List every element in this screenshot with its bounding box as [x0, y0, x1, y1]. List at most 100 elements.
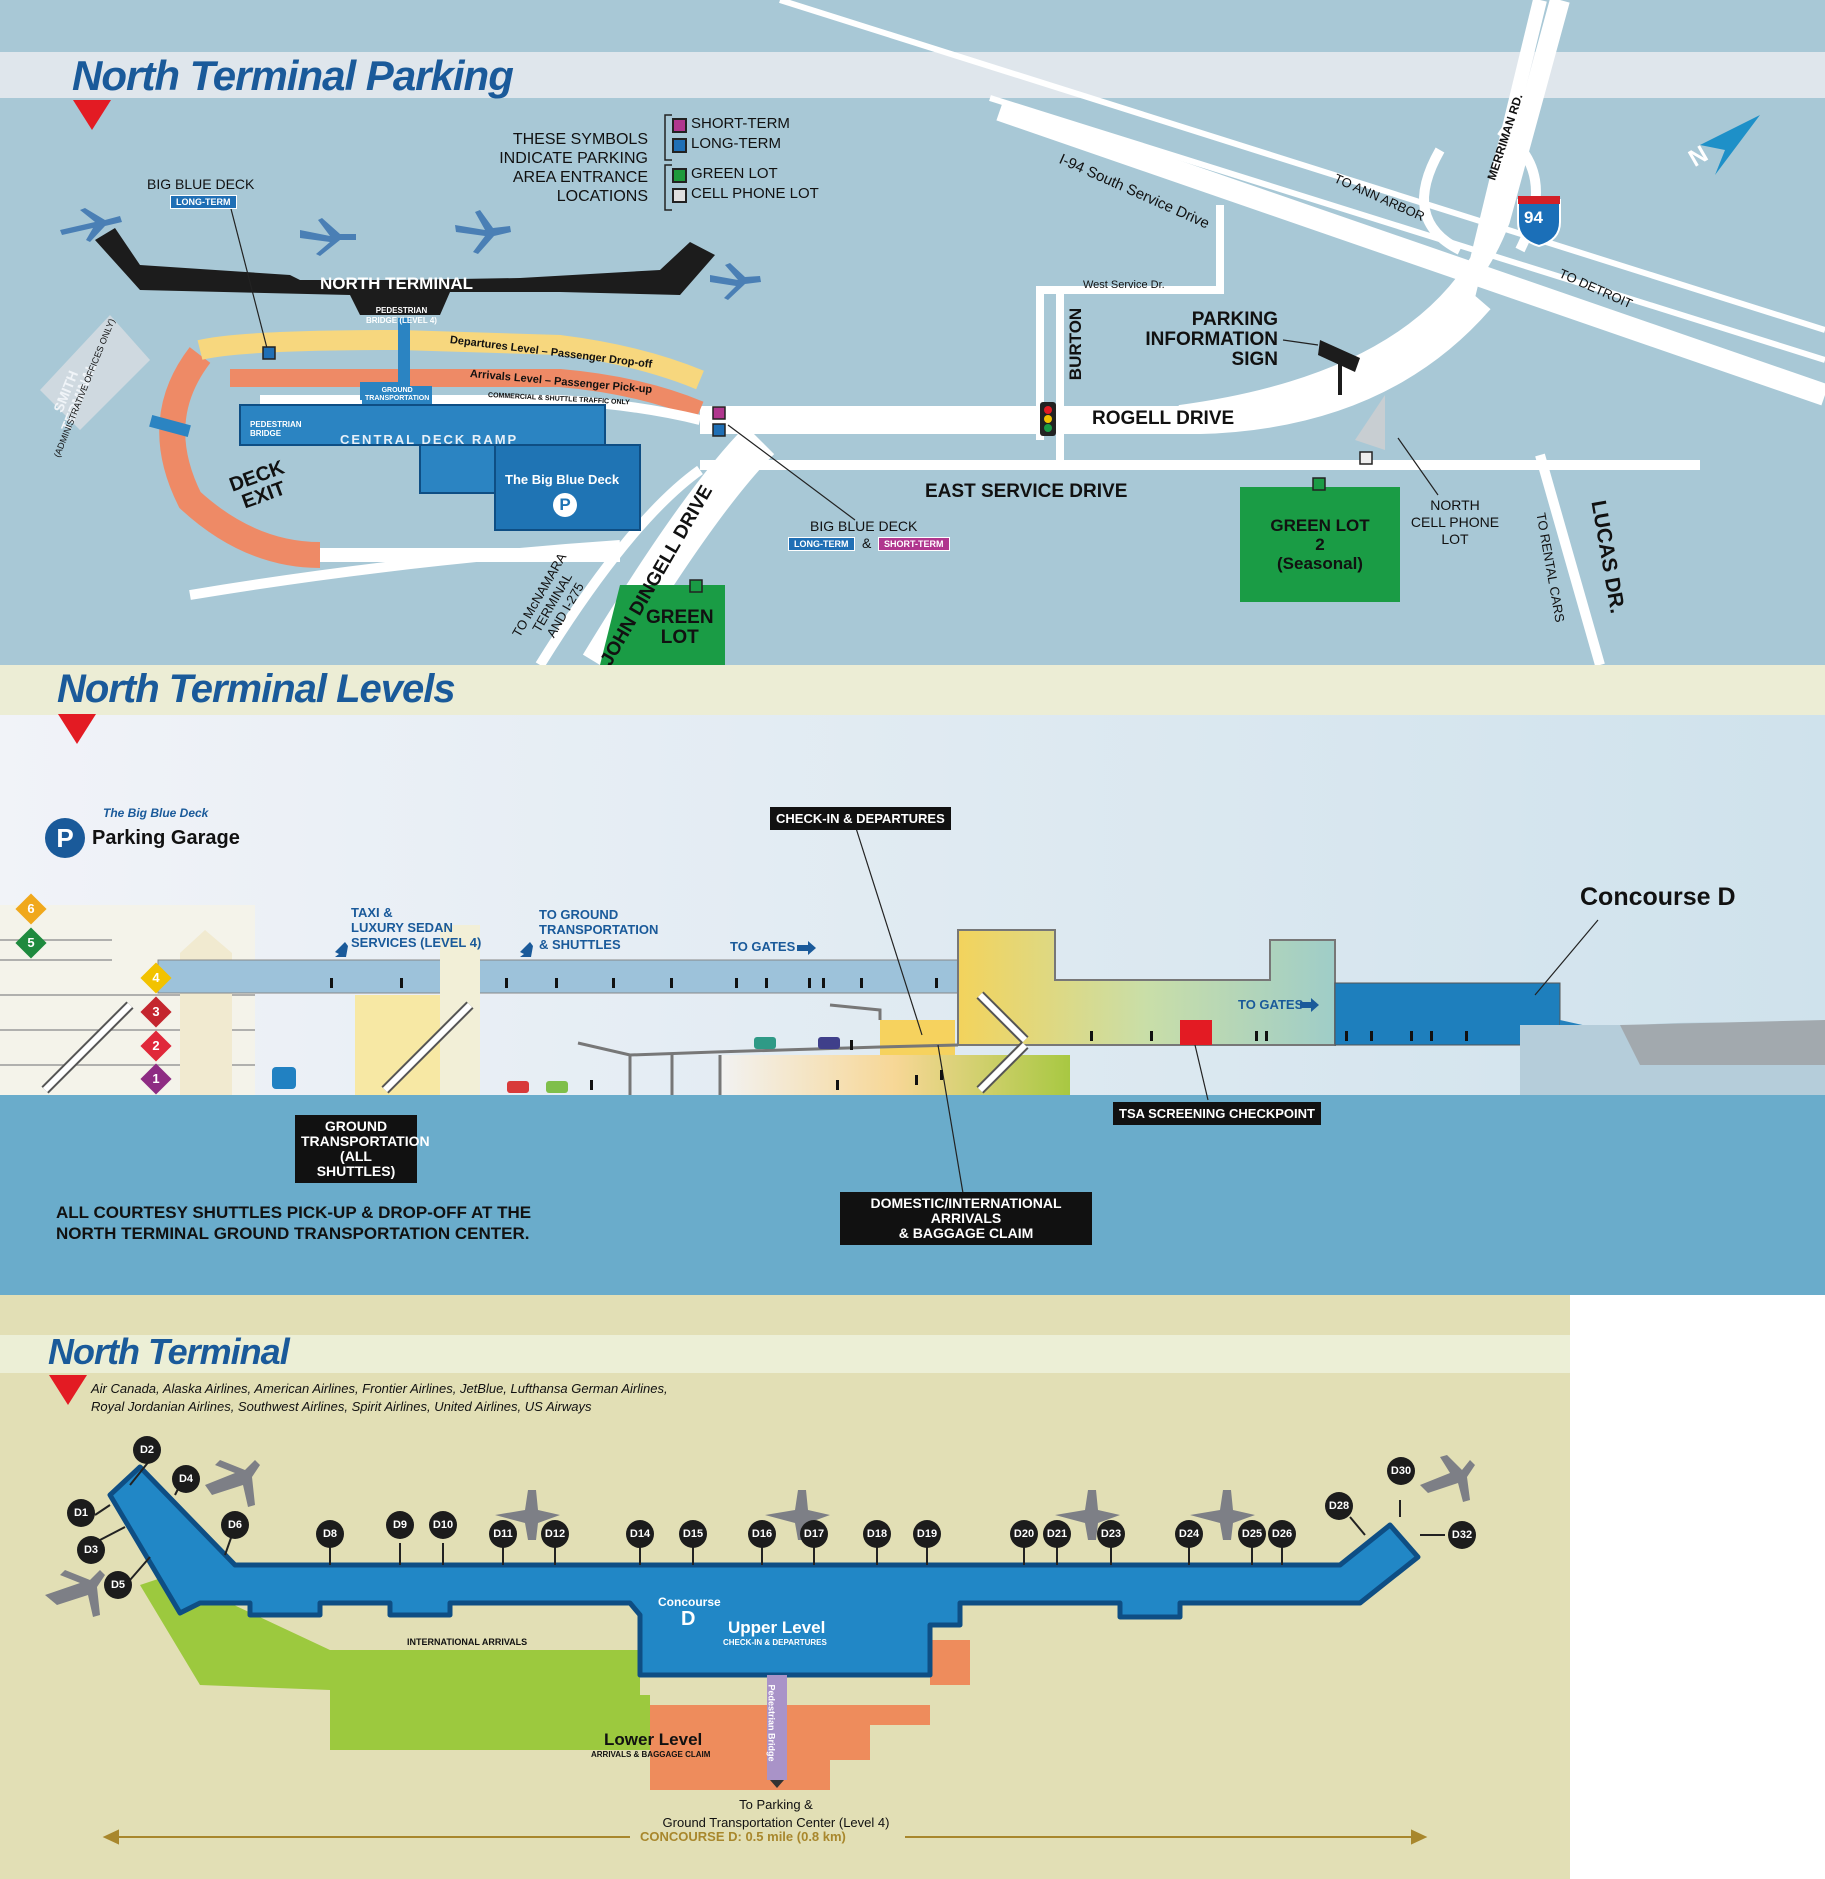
gate-d21: D21 — [1043, 1520, 1071, 1548]
check-in-departures-callout: CHECK-IN & DEPARTURES — [770, 807, 951, 830]
parking-icon: P — [45, 818, 85, 858]
green-lot-symbol — [672, 168, 687, 183]
gate-d12: D12 — [541, 1520, 569, 1548]
ampersand: & — [862, 535, 872, 551]
you-are-here-marker — [58, 714, 96, 744]
big-blue-deck-logo: The Big Blue Deck — [103, 806, 209, 820]
i94-shield: 94 — [1524, 208, 1543, 227]
level-5-badge: 5 — [15, 927, 47, 959]
level-6-badge: 6 — [15, 893, 47, 925]
to-gates-label: TO GATES — [1238, 997, 1304, 1012]
big-blue-deck-bottom-label: BIG BLUE DECK — [810, 518, 918, 534]
you-are-here-marker — [49, 1375, 87, 1405]
gate-d14: D14 — [626, 1520, 654, 1548]
gate-d6: D6 — [221, 1511, 249, 1539]
terminal-section-title: North Terminal — [48, 1331, 290, 1372]
gate-d2: D2 — [133, 1436, 161, 1464]
gate-d5: D5 — [104, 1571, 132, 1599]
gate-d20: D20 — [1010, 1520, 1038, 1548]
gate-d15: D15 — [679, 1520, 707, 1548]
level-4-badge: 4 — [140, 962, 172, 994]
gate-d3: D3 — [77, 1536, 105, 1564]
gate-d10: D10 — [429, 1511, 457, 1539]
level-3-badge: 3 — [140, 996, 172, 1028]
level-2-badge: 2 — [140, 1030, 172, 1062]
north-terminal-label: NORTH TERMINAL — [320, 274, 473, 293]
concourse-letter: D — [681, 1608, 696, 1630]
legend-intro-line: THESE SYMBOLS — [512, 131, 648, 148]
concourse-label: Concourse — [658, 1595, 721, 1609]
pedestrian-bridge-label: Pedestrian Bridge — [766, 1684, 777, 1762]
level-1-badge: 1 — [140, 1063, 172, 1095]
gate-d28: D28 — [1325, 1492, 1353, 1520]
long-term-tag-bottom: LONG-TERM — [788, 537, 855, 551]
legend-short-term: SHORT-TERM — [691, 115, 790, 132]
short-term-symbol — [672, 118, 687, 133]
tsa-checkpoint-callout: TSA SCREENING CHECKPOINT — [1113, 1102, 1321, 1125]
gate-d17: D17 — [800, 1520, 828, 1548]
gate-d25: D25 — [1238, 1520, 1266, 1548]
gate-d11: D11 — [489, 1520, 517, 1548]
gate-d23: D23 — [1097, 1520, 1125, 1548]
gate-d32: D32 — [1448, 1521, 1476, 1549]
lower-level-sublabel: ARRIVALS & BAGGAGE CLAIM — [591, 1750, 711, 1759]
concourse-map-panel: North Terminal Air Canada, Alaska Airlin… — [0, 1295, 1570, 1879]
burton-label: BURTON — [1066, 307, 1086, 381]
legend-green-lot: GREEN LOT — [691, 165, 778, 182]
legend-cell-phone-lot: CELL PHONE LOT — [691, 185, 819, 202]
gate-d8: D8 — [316, 1520, 344, 1548]
airlines-list: Air Canada, Alaska Airlines, American Ai… — [91, 1381, 668, 1414]
upper-level-sublabel: CHECK-IN & DEPARTURES — [723, 1638, 827, 1647]
levels-section-title: North Terminal Levels — [57, 667, 456, 711]
parking-map-roads — [0, 0, 1825, 665]
gate-d9: D9 — [386, 1511, 414, 1539]
legend-long-term: LONG-TERM — [691, 135, 781, 152]
gate-d30: D30 — [1387, 1457, 1415, 1485]
cell-phone-lot-symbol — [672, 188, 687, 203]
parking-garage-label: Parking Garage — [92, 827, 240, 849]
big-blue-deck-sign: The Big Blue Deck — [505, 472, 620, 487]
central-deck-ramp-label: CENTRAL DECK RAMP — [340, 432, 519, 447]
concourse-map — [0, 1335, 1570, 1845]
gate-d24: D24 — [1175, 1520, 1203, 1548]
gate-d26: D26 — [1268, 1520, 1296, 1548]
legend-intro-line: AREA ENTRANCE — [512, 169, 648, 186]
levels-panel: North Terminal Levels The Big Blue Deck … — [0, 665, 1825, 1295]
arrivals-baggage-callout: DOMESTIC/INTERNATIONAL ARRIVALS& BAGGAGE… — [840, 1192, 1092, 1245]
legend-intro-line: INDICATE PARKING — [499, 150, 648, 167]
upper-level-label: Upper Level — [728, 1618, 826, 1637]
you-are-here-marker — [73, 100, 111, 130]
west-service-dr-label: West Service Dr. — [1083, 279, 1165, 291]
east-service-drive-label: EAST SERVICE DRIVE — [925, 481, 1128, 502]
legend-intro-line: LOCATIONS — [556, 188, 648, 205]
lower-level-label: Lower Level — [604, 1730, 703, 1749]
gate-d4: D4 — [172, 1465, 200, 1493]
gate-d1: D1 — [67, 1499, 95, 1527]
to-gates-label: TO GATES — [730, 939, 796, 954]
long-term-symbol — [672, 138, 687, 153]
concourse-d-label: Concourse D — [1580, 883, 1736, 911]
gate-d19: D19 — [913, 1520, 941, 1548]
to-parking-label: To Parking &Ground Transportation Center… — [662, 1797, 890, 1830]
gate-d18: D18 — [863, 1520, 891, 1548]
concourse-length-label: CONCOURSE D: 0.5 mile (0.8 km) — [640, 1829, 846, 1844]
parking-icon: P — [553, 493, 577, 517]
long-term-tag: LONG-TERM — [170, 195, 237, 209]
parking-map-panel: North Terminal Parking THESE SYMBOLS IND… — [0, 0, 1825, 665]
rogell-drive-label: ROGELL DRIVE — [1092, 408, 1235, 429]
short-term-tag: SHORT-TERM — [878, 537, 950, 551]
parking-section-title: North Terminal Parking — [72, 52, 514, 99]
international-arrivals-label: INTERNATIONAL ARRIVALS — [407, 1637, 528, 1647]
big-blue-deck-label: BIG BLUE DECK — [147, 176, 255, 192]
courtesy-shuttle-note: ALL COURTESY SHUTTLES PICK-UP & DROP-OFF… — [56, 1203, 532, 1243]
